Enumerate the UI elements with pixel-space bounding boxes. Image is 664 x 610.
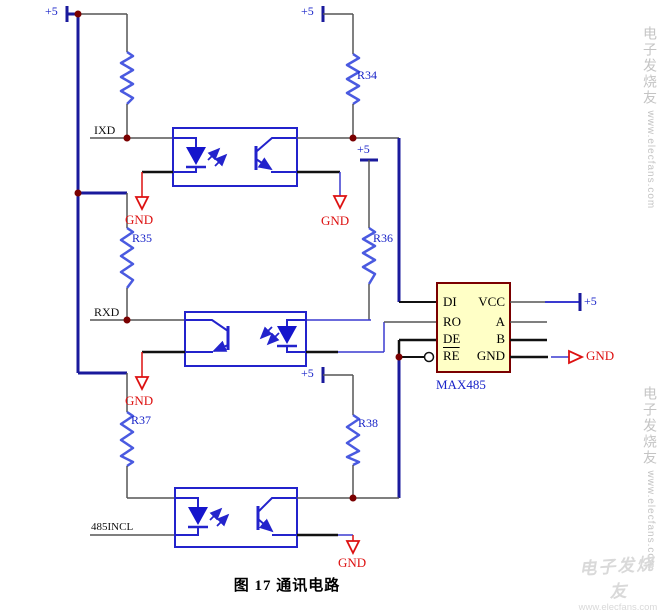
junction-dot <box>74 10 82 18</box>
plus5-label-bottom: +5 <box>301 366 314 380</box>
watermark-url: www.elecfans.com <box>578 602 658 610</box>
pin-label-de: DE <box>443 331 461 346</box>
junction-dot <box>349 494 357 502</box>
net-label-ixd: IXD <box>94 123 116 137</box>
gnd-symbol-5 <box>510 349 585 365</box>
light-arrow-icon <box>207 147 221 161</box>
pin-label-di: DI <box>443 294 457 309</box>
gnd-arrow-icon <box>134 196 150 212</box>
resistor-label-r36: R36 <box>373 231 394 245</box>
gnd-arrow-icon <box>568 349 585 365</box>
gnd-symbol-3 <box>134 350 185 392</box>
watermark-brand: 电子发烧友 <box>642 386 658 466</box>
light-arrow-icon <box>216 513 230 527</box>
resistor-label-r35: R35 <box>132 231 153 245</box>
resistor-unlabeled <box>78 13 135 138</box>
chip-name-label: MAX485 <box>436 377 486 392</box>
gnd-arrow-icon <box>345 540 361 556</box>
net-label-rxd: RXD <box>94 305 120 319</box>
optocoupler-3 <box>174 487 298 548</box>
plus5-label-mid: +5 <box>357 142 370 156</box>
pin-label-b: B <box>496 331 505 346</box>
di-net <box>297 137 437 303</box>
ro-net <box>306 321 437 354</box>
watermark-vertical-bottom: 电子发烧友 www.elecfans.com <box>642 386 658 576</box>
junction-dot <box>123 134 131 142</box>
gnd-label-2: GND <box>321 213 350 228</box>
resistor-label-r34: R34 <box>357 68 378 82</box>
gnd-symbol-2 <box>297 170 348 211</box>
gnd-symbol-1 <box>134 170 173 212</box>
inversion-bubble-icon <box>423 351 435 363</box>
watermark-url: www.elecfans.com <box>645 110 656 210</box>
resistor-label-r38: R38 <box>358 416 379 430</box>
pin-label-gnd: GND <box>476 348 505 363</box>
resistor-r34 <box>321 6 361 138</box>
de-re-net <box>397 338 437 498</box>
resistor-r38 <box>321 367 361 498</box>
watermark-brand: 电子发烧友 <box>578 554 656 602</box>
light-arrow-icon <box>266 332 280 346</box>
net-label-485incl: 485INCL <box>91 521 134 533</box>
optocoupler-1 <box>172 127 298 187</box>
watermark-vertical-top: 电子发烧友 www.elecfans.com <box>642 26 658 216</box>
resistor-label-r37: R37 <box>131 413 152 427</box>
plus5-label-topleft: +5 <box>45 4 58 18</box>
gnd-arrow-icon <box>134 376 150 392</box>
gnd-arrow-icon <box>332 195 348 211</box>
watermark-url: www.elecfans.com <box>645 470 656 570</box>
pin-label-ro: RO <box>443 314 462 329</box>
watermark-brand: 电子发烧友 <box>642 26 658 106</box>
junction-dot <box>395 353 403 361</box>
resistor-r36 <box>306 158 378 321</box>
junction-dot <box>349 134 357 142</box>
pin-label-re: RE <box>443 348 460 363</box>
light-arrow-icon <box>209 507 223 521</box>
optocoupler-2 <box>184 311 307 367</box>
figure-caption: 图 17 通讯电路 <box>233 578 341 594</box>
pin-label-vcc: VCC <box>478 294 505 309</box>
light-arrow-icon <box>259 326 273 340</box>
light-arrow-icon <box>214 153 228 167</box>
gnd-label-3: GND <box>125 393 154 408</box>
resistor-r35 <box>119 193 135 320</box>
pin-label-a: A <box>495 314 505 329</box>
plus5-label-vcc: +5 <box>584 294 597 308</box>
max485-chip <box>436 282 511 373</box>
watermark-logo: 电子发烧友 www.elecfans.com <box>572 552 664 610</box>
gnd-symbol-4 <box>297 533 361 556</box>
gnd-label-1: GND <box>125 212 154 227</box>
junction-dot <box>123 316 131 324</box>
junction-dot <box>74 189 82 197</box>
resistor-r37 <box>119 373 175 499</box>
junction-dots <box>74 10 403 502</box>
vcc-net <box>510 293 582 311</box>
gnd-label-4: GND <box>338 555 367 570</box>
gnd-label-5: GND <box>586 348 615 363</box>
plus5-label-topright: +5 <box>301 4 314 18</box>
